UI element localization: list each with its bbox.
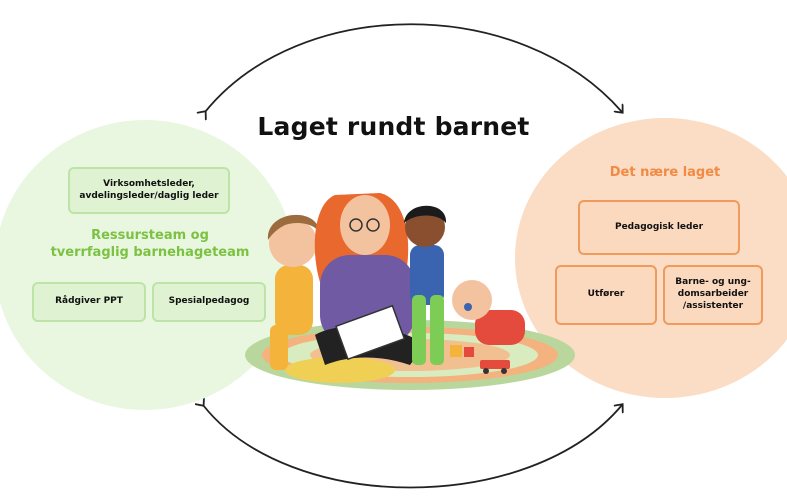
ppt-advisor-box: Rådgiver PPT (32, 282, 146, 322)
resource-team-heading-line1: Ressursteam og (91, 228, 209, 243)
leader-box: Virksomhetsleder, avdelingsleder/daglig … (68, 167, 230, 214)
pedagogical-leader-box: Pedagogisk leder (578, 200, 740, 255)
children-illustration (245, 193, 575, 390)
page-title: Laget rundt barnet (257, 112, 530, 141)
bottom-arrow (203, 405, 622, 489)
resource-team-heading: Ressursteam og tverrfaglig barnehageteam (40, 228, 260, 262)
assistant-box: Barne- og ung- domsarbeider /assistenter (663, 265, 763, 325)
special-educator-box: Spesialpedagog (152, 282, 266, 322)
cushion (285, 357, 395, 383)
top-arrow (205, 23, 622, 112)
resource-team-heading-line2: tverrfaglig barnehageteam (50, 244, 250, 260)
close-team-heading: Det nære laget (609, 165, 721, 180)
performer-box: Utfører (555, 265, 657, 325)
